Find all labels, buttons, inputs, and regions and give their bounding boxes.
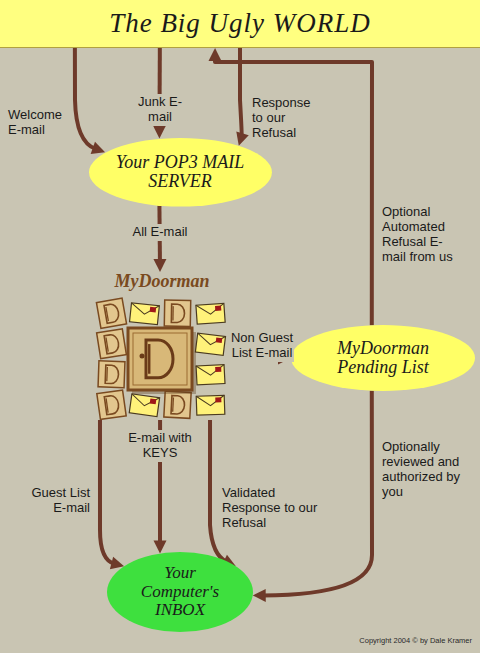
envelope-stamp [215, 305, 221, 310]
arrow-line [75, 48, 96, 149]
arrow-head [253, 589, 266, 602]
arrow-head [153, 126, 166, 139]
edge-label: All E-mail [124, 224, 196, 241]
doorman-big-tile [128, 328, 196, 394]
pending-list-ellipse: MyDoorman Pending List [291, 325, 475, 391]
ellipse-fill [291, 325, 475, 391]
d-tile [97, 390, 126, 419]
doorman-icon [195, 333, 225, 355]
arrow-line [100, 420, 114, 564]
doorman-filter: MyDoorman [92, 272, 232, 420]
envelope [196, 395, 225, 415]
envelope [196, 303, 225, 324]
d-letter-stem [106, 307, 108, 321]
node-heading: MyDoorman [114, 272, 209, 291]
big-tile-inner [133, 333, 187, 385]
d-letter-stem [148, 344, 150, 374]
envelope-flap [196, 333, 225, 346]
flow-arrow [100, 420, 124, 569]
envelope [130, 303, 160, 325]
edge-label: Response to our Refusal [252, 96, 316, 141]
arrow-head [91, 142, 105, 154]
doorman-icon [196, 303, 225, 324]
ellipse-fill [107, 552, 253, 632]
doorman-icon [164, 300, 190, 326]
d-tile [96, 298, 126, 328]
envelope-stamp [150, 399, 157, 405]
d-letter-shape [104, 303, 120, 323]
edge-label: Validated Response to our Refusal [222, 486, 322, 531]
d-letter-shape [105, 365, 119, 384]
envelope-stamp [215, 367, 221, 372]
d-letter-stem [106, 337, 108, 351]
envelope-flap [196, 365, 224, 376]
node-label: Your Computer's INBOX [130, 564, 230, 619]
edge-label: Junk E-mail [132, 94, 188, 126]
tile-dot [140, 354, 145, 359]
envelope-flap [130, 303, 159, 316]
world-band: The Big Ugly WORLD [0, 0, 480, 48]
doorman-icon [196, 395, 225, 415]
d-letter-shape [171, 304, 184, 322]
envelope [196, 365, 225, 385]
envelope-stamp [216, 337, 223, 343]
d-tile [164, 391, 191, 418]
big-tile [128, 328, 192, 390]
copyright-note: Copyright 2004 © by Dale Kramer [359, 636, 472, 645]
envelope-flap [196, 395, 224, 406]
d-tile [98, 361, 125, 388]
envelope-flap [130, 394, 159, 408]
envelope-stamp [215, 397, 221, 402]
d-letter-shape [171, 395, 185, 414]
doorman-icon [96, 298, 126, 328]
edge-label: Non Guest List E-mail [230, 330, 294, 362]
flow-arrow [75, 48, 105, 154]
doorman-icon [164, 391, 191, 418]
arrow-head [154, 541, 167, 554]
arrow-head [236, 131, 248, 145]
d-tile [97, 329, 127, 359]
ellipse-fill [89, 138, 272, 207]
envelope [129, 394, 159, 417]
inbox-ellipse: Your Computer's INBOX [107, 552, 253, 632]
arrow-head [153, 259, 166, 272]
doorman-icon [97, 329, 127, 359]
d-letter-stem [172, 397, 174, 411]
edge-label: Guest List E-mail [28, 486, 90, 516]
doorman-icon [129, 394, 159, 417]
d-letter-stem [172, 306, 174, 320]
doorman-icon [130, 303, 160, 325]
envelope-stamp [150, 307, 156, 313]
arrow-head [110, 557, 124, 570]
d-tile [164, 300, 190, 326]
edge-label: E-mail with KEYS [122, 430, 198, 462]
node-label: MyDoorman Pending List [308, 339, 458, 378]
edge-label: Optional Automated Refusal E-mail from u… [382, 205, 462, 265]
edge-label: Welcome E-mail [8, 108, 70, 138]
mail-server-ellipse: Your POP3 MAIL SERVER [89, 138, 272, 207]
node-label: Your POP3 MAIL SERVER [105, 153, 255, 192]
d-letter-stem [106, 398, 108, 412]
band-title: The Big Ugly WORLD [109, 9, 371, 38]
envelope-flap [196, 303, 225, 315]
doorman-icon [98, 361, 125, 388]
d-letter-shape [104, 334, 120, 354]
arrow-head [209, 48, 222, 61]
d-letter-shape [146, 340, 173, 378]
doorman-icon [97, 390, 126, 419]
d-letter-shape [104, 395, 119, 415]
arrow-line [263, 391, 372, 596]
d-letter-stem [106, 367, 108, 381]
edge-label: Optionally reviewed and authorized by yo… [382, 440, 462, 500]
envelope [195, 333, 225, 355]
doorman-icon [196, 365, 225, 385]
